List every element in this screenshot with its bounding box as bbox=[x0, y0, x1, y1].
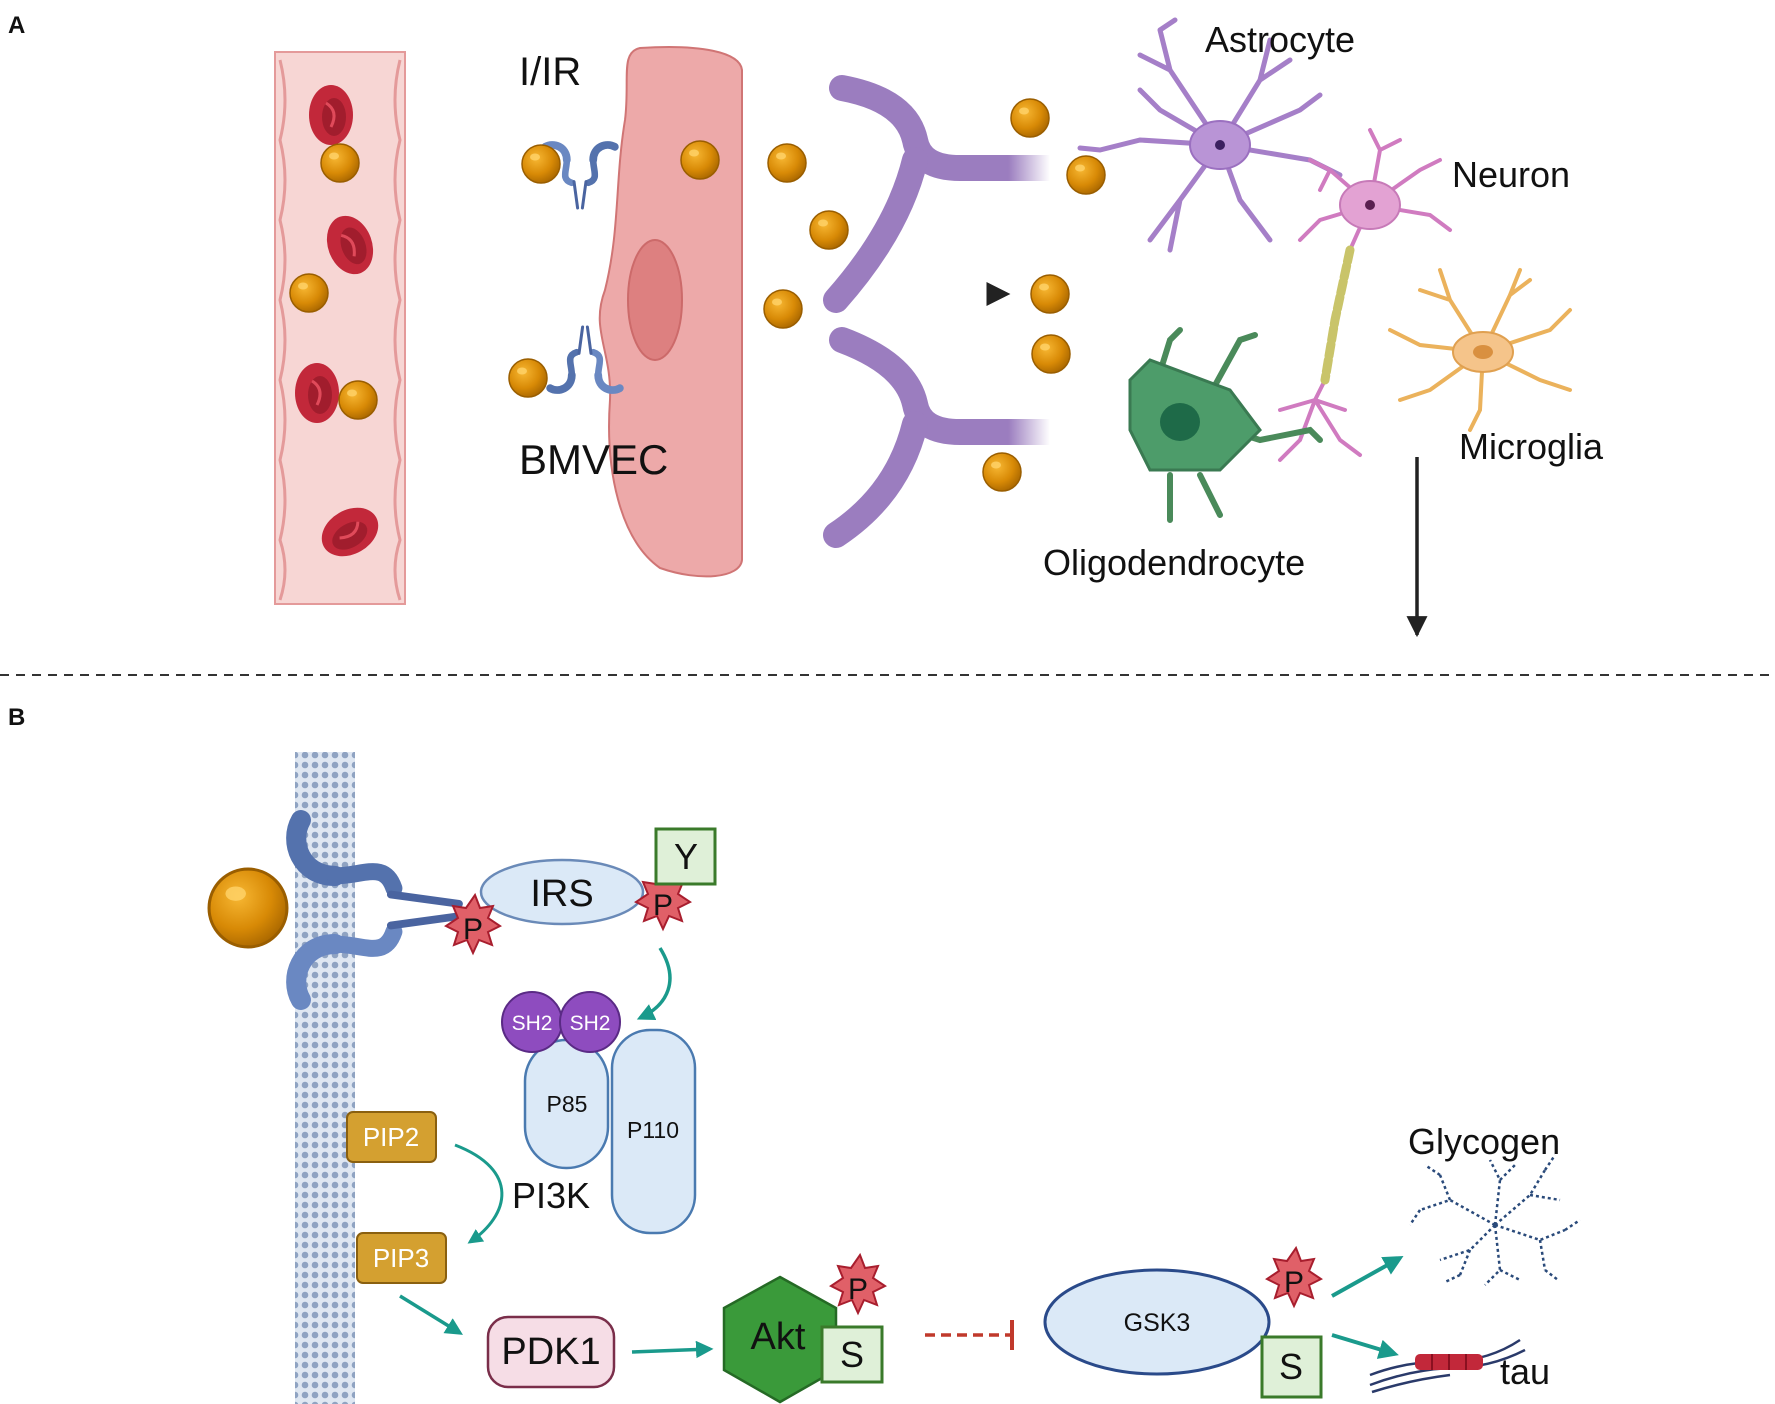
p110-subunit bbox=[610, 1028, 697, 1235]
tyrosine-box bbox=[654, 827, 717, 886]
receptor-phospho-label: P bbox=[463, 913, 483, 946]
insulin-in-vessel-2 bbox=[289, 273, 329, 313]
insulin-bound-upper bbox=[521, 144, 561, 184]
insulin-perivascular-2 bbox=[809, 210, 849, 250]
glycogen-label: Glycogen bbox=[1408, 1121, 1560, 1162]
akt-serine-box bbox=[820, 1325, 884, 1384]
akt-phospho-label: P bbox=[848, 1273, 868, 1306]
irs-phospho-label: P bbox=[653, 889, 673, 922]
gsk3-phospho-star: P bbox=[1265, 1245, 1323, 1309]
pip2-to-pip3-arrow bbox=[454, 1143, 504, 1244]
insulin-bound-lower bbox=[508, 358, 548, 398]
sh2-domain-2 bbox=[559, 991, 621, 1053]
receptor-phospho-star: P bbox=[444, 892, 502, 956]
red-blood-cell-1 bbox=[307, 83, 355, 147]
insulin-in-vessel-3 bbox=[338, 380, 378, 420]
bmvec-label: BMVEC bbox=[519, 436, 668, 483]
akt-hexagon bbox=[722, 1275, 838, 1404]
p85-label: P85 bbox=[547, 1091, 588, 1117]
sh2-label-1: SH2 bbox=[512, 1012, 553, 1035]
microglia-cell bbox=[1388, 268, 1572, 432]
tyrosine-label: Y bbox=[674, 836, 698, 877]
insulin-brain-3 bbox=[1030, 274, 1070, 314]
tau-label: tau bbox=[1500, 1351, 1550, 1392]
gsk3-label: GSK3 bbox=[1124, 1309, 1191, 1337]
microglia-label: Microglia bbox=[1459, 426, 1604, 467]
irs-to-pi3k-arrow bbox=[636, 947, 672, 1021]
pip3-to-pdk1-arrow bbox=[399, 1294, 463, 1335]
pip3-box bbox=[356, 1232, 447, 1284]
oligodendrocyte-label: Oligodendrocyte bbox=[1043, 542, 1305, 583]
glycogen-structure bbox=[1408, 1154, 1581, 1286]
akt-label: Akt bbox=[751, 1316, 806, 1358]
gsk3-protein bbox=[1043, 1268, 1271, 1376]
pdk1-label: PDK1 bbox=[501, 1331, 600, 1373]
insulin-ligand bbox=[207, 867, 289, 949]
p110-label: P110 bbox=[627, 1117, 679, 1143]
neuron-label: Neuron bbox=[1452, 154, 1570, 195]
gsk3-phospho-label: P bbox=[1284, 1266, 1304, 1299]
sh2-label-2: SH2 bbox=[570, 1012, 611, 1035]
insulin-brain-1 bbox=[1010, 98, 1050, 138]
receptor-label: I/IR bbox=[519, 50, 581, 94]
gsk3-to-tau-arrow bbox=[1331, 1333, 1399, 1359]
gsk3-serine-label: S bbox=[1279, 1346, 1303, 1387]
pip2-label: PIP2 bbox=[363, 1122, 419, 1152]
irs-label: IRS bbox=[530, 873, 593, 915]
pdk1-to-akt-arrow bbox=[631, 1340, 714, 1359]
akt-serine-label: S bbox=[840, 1334, 864, 1375]
pdk1-box bbox=[486, 1315, 616, 1389]
insulin-perivascular-1 bbox=[767, 143, 807, 183]
astrocyte-cell bbox=[1077, 17, 1343, 253]
astrocyte-endfoot-upper bbox=[823, 75, 1063, 313]
oligodendrocyte-cell bbox=[1128, 327, 1323, 523]
akt-phospho-star: P bbox=[829, 1252, 887, 1316]
irs-protein bbox=[479, 858, 645, 926]
insulin-in-vessel-1 bbox=[320, 143, 360, 183]
pip2-box bbox=[346, 1111, 437, 1163]
insulin-intracellular bbox=[680, 140, 720, 180]
astrocyte-label: Astrocyte bbox=[1205, 19, 1355, 60]
gsk3-serine-box bbox=[1260, 1335, 1323, 1399]
pi3k-label: PI3K bbox=[512, 1175, 590, 1216]
tau-protein bbox=[1369, 1338, 1526, 1394]
panel-a-letter: A bbox=[8, 12, 25, 39]
pi3k-complex: SH2 SH2 P85 P110 PI3K bbox=[501, 991, 697, 1235]
bmvec-cell bbox=[598, 45, 743, 578]
pip3-label: PIP3 bbox=[373, 1243, 429, 1273]
insulin-brain-2 bbox=[1066, 155, 1106, 195]
panel-b-letter: B bbox=[8, 704, 25, 731]
gsk3-to-glycogen-arrow bbox=[1331, 1256, 1404, 1298]
insulin-brain-4 bbox=[1031, 334, 1071, 374]
astrocyte-endfoot-lower bbox=[823, 327, 1063, 548]
red-blood-cell-3 bbox=[293, 361, 341, 425]
insulin-brain-5 bbox=[982, 452, 1022, 492]
neuron-cell bbox=[1278, 128, 1452, 462]
